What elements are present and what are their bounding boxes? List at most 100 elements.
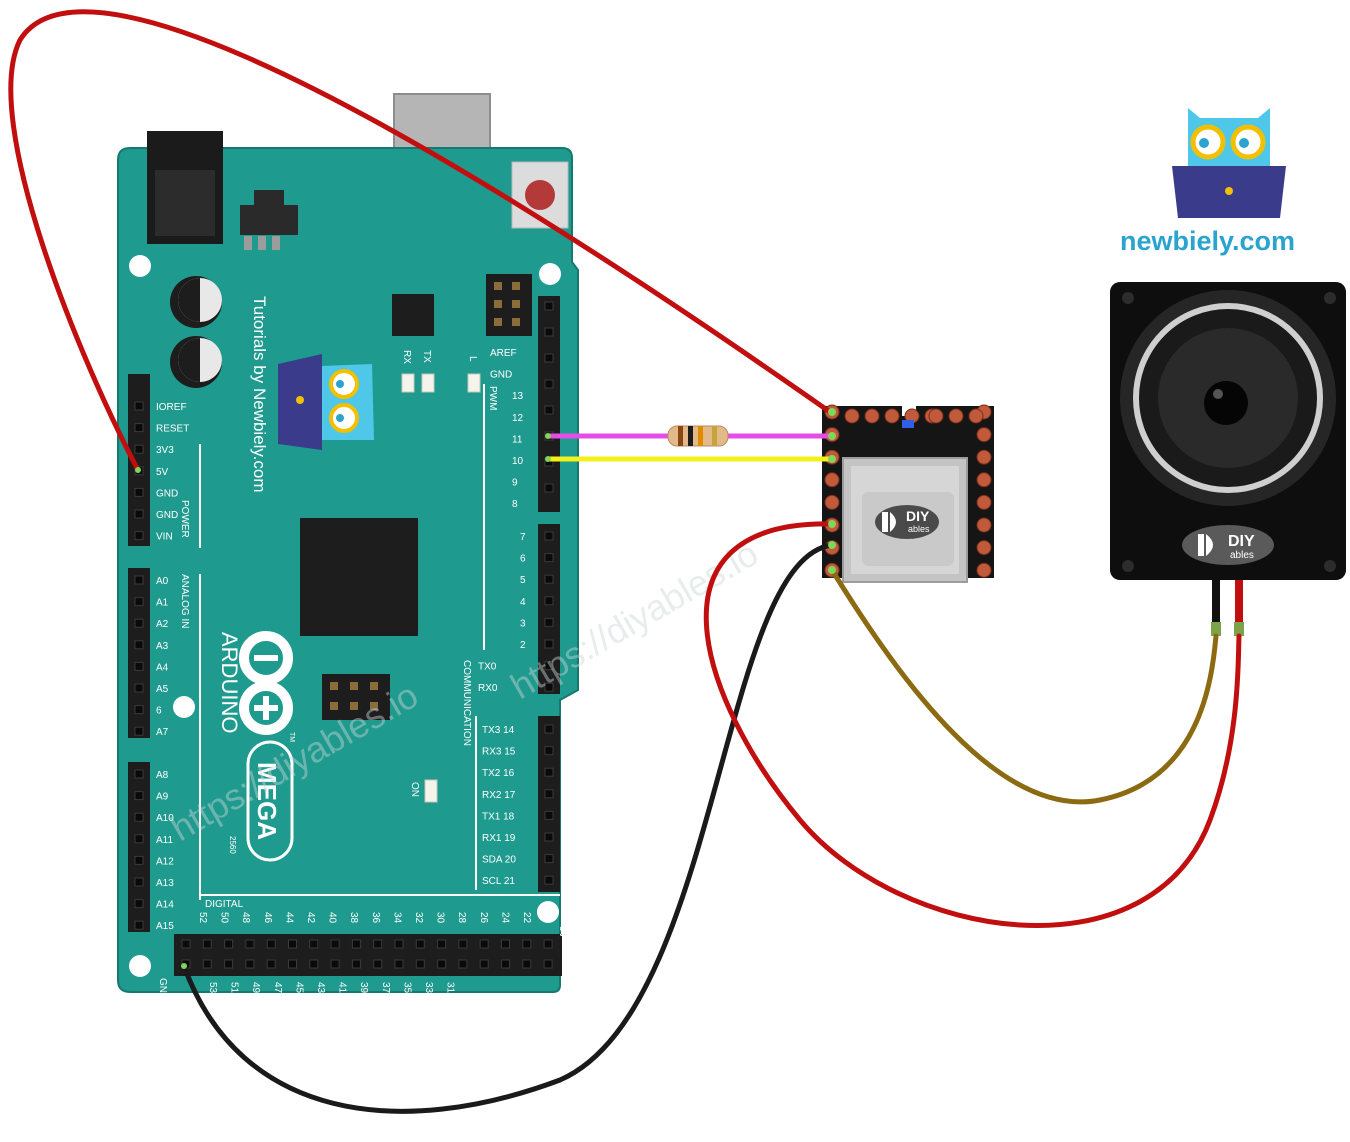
trademark: TM	[288, 732, 295, 742]
header-pin	[134, 597, 144, 607]
header-pin	[134, 855, 144, 865]
module-pin	[824, 494, 840, 510]
header-pin	[394, 959, 404, 969]
pin-label: SCL 21	[482, 876, 515, 887]
wires	[8, 9, 1242, 1114]
pin-label: A1	[156, 598, 169, 609]
pin-label: 44	[283, 912, 294, 924]
header-pin	[544, 596, 554, 606]
pin-label: 30	[435, 912, 446, 924]
header-pin	[202, 939, 212, 949]
pin-label: 5	[520, 575, 526, 586]
pin-label: 38	[348, 912, 359, 924]
pin-label: 49	[250, 982, 261, 994]
header-pin	[544, 379, 554, 389]
pin-label: A2	[156, 619, 169, 630]
header-pin	[544, 724, 554, 734]
header-pin	[134, 834, 144, 844]
on-led	[424, 779, 438, 803]
analog-label: ANALOG IN	[179, 574, 190, 628]
pin-label: A8	[156, 770, 169, 781]
pin-label: A4	[156, 662, 169, 673]
header-pin	[544, 682, 554, 692]
header-pin	[394, 939, 404, 949]
module-pin	[976, 472, 992, 488]
l-label: L	[467, 356, 478, 362]
pin-label: 22	[521, 912, 532, 924]
analog-header-2	[128, 762, 150, 932]
module-pin	[976, 517, 992, 533]
header-pin	[134, 618, 144, 628]
header-pin	[202, 959, 212, 969]
capacitor	[170, 336, 222, 388]
pin-label: SDA 20	[482, 855, 516, 866]
icsp-header	[486, 274, 532, 336]
owl-logo-icon	[1172, 108, 1286, 218]
pin-label: A10	[156, 813, 174, 824]
comm-label: COMMUNICATION	[461, 660, 472, 746]
pin-label: 3V3	[156, 445, 174, 456]
owl-logo-icon	[278, 354, 374, 450]
module-pin	[928, 408, 944, 424]
pin-label: 45	[293, 982, 304, 994]
header-pin	[544, 353, 554, 363]
tx-led	[421, 373, 435, 393]
pin-label: A7	[156, 727, 169, 738]
header-pin	[134, 920, 144, 930]
diy-ables-logo-icon: DIY ables	[875, 505, 939, 539]
header-pin	[544, 574, 554, 584]
module-pin	[824, 472, 840, 488]
pin-label: 53	[207, 982, 218, 994]
pin-label: 4	[520, 597, 526, 608]
header-pin	[544, 832, 554, 842]
pin-label: 42	[305, 912, 316, 924]
pin-label: 36	[370, 912, 381, 924]
header-pin	[351, 959, 361, 969]
header-pin	[309, 959, 319, 969]
header-pin	[522, 959, 532, 969]
pin-label: 11	[512, 434, 523, 445]
header-pin	[134, 531, 144, 541]
header-pin	[415, 959, 425, 969]
digital-header-comm	[538, 716, 560, 892]
pin-label: TX3 14	[482, 725, 515, 736]
pin-label: 3	[520, 618, 526, 629]
pin-label: A9	[156, 792, 169, 803]
speaker-brand-ables: ables	[1230, 550, 1254, 561]
pin-label: 39	[358, 982, 369, 994]
model-text: 2560	[228, 836, 237, 854]
pin-label: 9	[512, 478, 518, 489]
header-pin	[288, 959, 297, 969]
pin-label: RX1 19	[482, 833, 516, 844]
pin-label: 52	[197, 912, 208, 924]
header-pin	[544, 746, 554, 756]
pin-label: RX3 15	[482, 747, 516, 758]
header-pin	[522, 939, 532, 949]
pin-label: 6	[156, 706, 162, 717]
pin-label: A3	[156, 641, 169, 652]
module-pin	[844, 408, 860, 424]
speaker-brand-diy: DIY	[1228, 533, 1255, 550]
usb-chip	[392, 294, 434, 336]
header-pin	[501, 939, 510, 949]
header-pin	[134, 423, 144, 433]
pin-label: GND	[490, 370, 512, 381]
header-pin	[134, 509, 144, 519]
header-pin	[330, 939, 340, 949]
header-pin	[501, 959, 510, 969]
mp3-module: DIY ables	[822, 404, 994, 583]
digital-header-mid	[538, 524, 560, 694]
header-pin	[181, 939, 191, 949]
header-pin	[544, 327, 554, 337]
module-brand-diy: DIY	[906, 508, 930, 524]
header-pin	[415, 939, 425, 949]
pin-label: 6	[520, 554, 526, 565]
mega-text: MEGA	[252, 762, 282, 840]
header-pin	[134, 683, 144, 693]
header-pin	[134, 812, 144, 822]
pin-label: 2	[520, 640, 526, 651]
pwm-label: PWM	[487, 386, 498, 410]
header-pin	[134, 726, 144, 736]
module-pin	[976, 449, 992, 465]
